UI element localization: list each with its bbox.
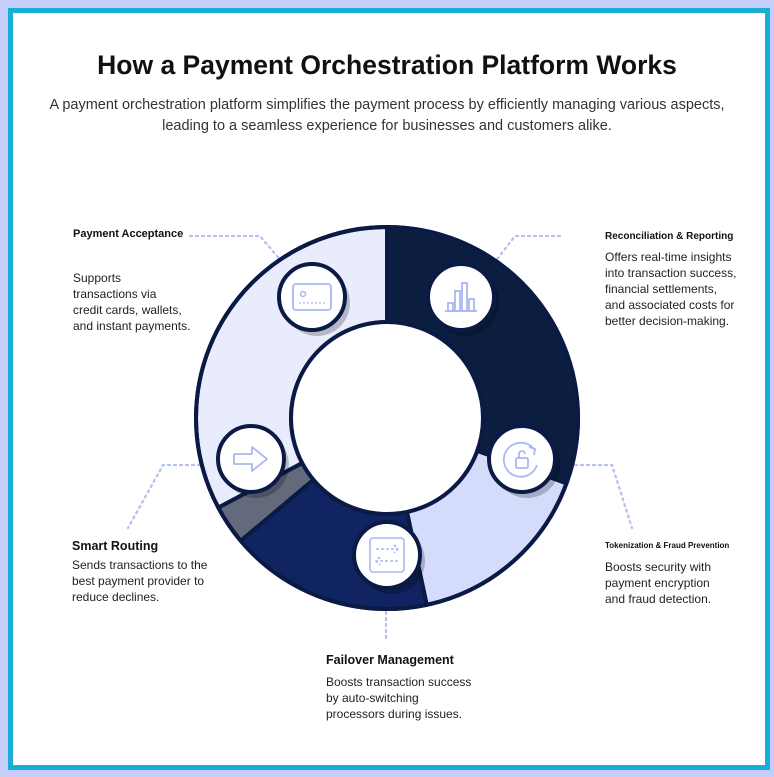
connector-smart-routing [126, 463, 202, 530]
page-subtitle: A payment orchestration platform simplif… [49, 97, 725, 134]
desc-failover-management: Boosts transaction success by auto-switc… [326, 675, 472, 721]
ring-inner-hole [289, 320, 485, 516]
page-title: How a Payment Orchestration Platform Wor… [97, 50, 677, 80]
badge-tokenization-fraud-prevention [487, 424, 560, 498]
desc-tokenization-fraud-prevention: Boosts security with payment encryption … [605, 560, 712, 606]
icon-badges [216, 262, 560, 594]
label-payment-acceptance: Payment Acceptance [73, 228, 184, 240]
lock-refresh-icon [502, 441, 538, 478]
badge-smart-routing [216, 424, 289, 498]
switch-arrows-icon [369, 537, 405, 573]
desc-payment-acceptance: Supports transactions via credit cards, … [73, 271, 191, 333]
connector-tokenization-fraud-prevention [573, 463, 634, 530]
arrow-right-icon [233, 446, 268, 472]
label-failover-management: Failover Management [326, 653, 454, 667]
desc-reconciliation-reporting: Offers real-time insights into transacti… [605, 250, 737, 328]
bar-chart-icon [445, 282, 477, 312]
connector-payment-acceptance [188, 234, 284, 264]
badge-reconciliation-reporting [426, 262, 499, 336]
connector-reconciliation-reporting [493, 234, 562, 264]
credit-card-icon [292, 283, 332, 311]
label-tokenization-fraud-prevention: Tokenization & Fraud Prevention [605, 541, 730, 550]
connector-lines [126, 234, 634, 642]
desc-smart-routing: Sends transactions to the best payment p… [72, 558, 208, 604]
label-smart-routing: Smart Routing [72, 539, 159, 553]
ring-outer-outline [194, 225, 580, 611]
label-reconciliation-reporting: Reconciliation & Reporting [605, 231, 734, 242]
badge-failover-management [352, 520, 425, 594]
badge-payment-acceptance [277, 262, 350, 336]
